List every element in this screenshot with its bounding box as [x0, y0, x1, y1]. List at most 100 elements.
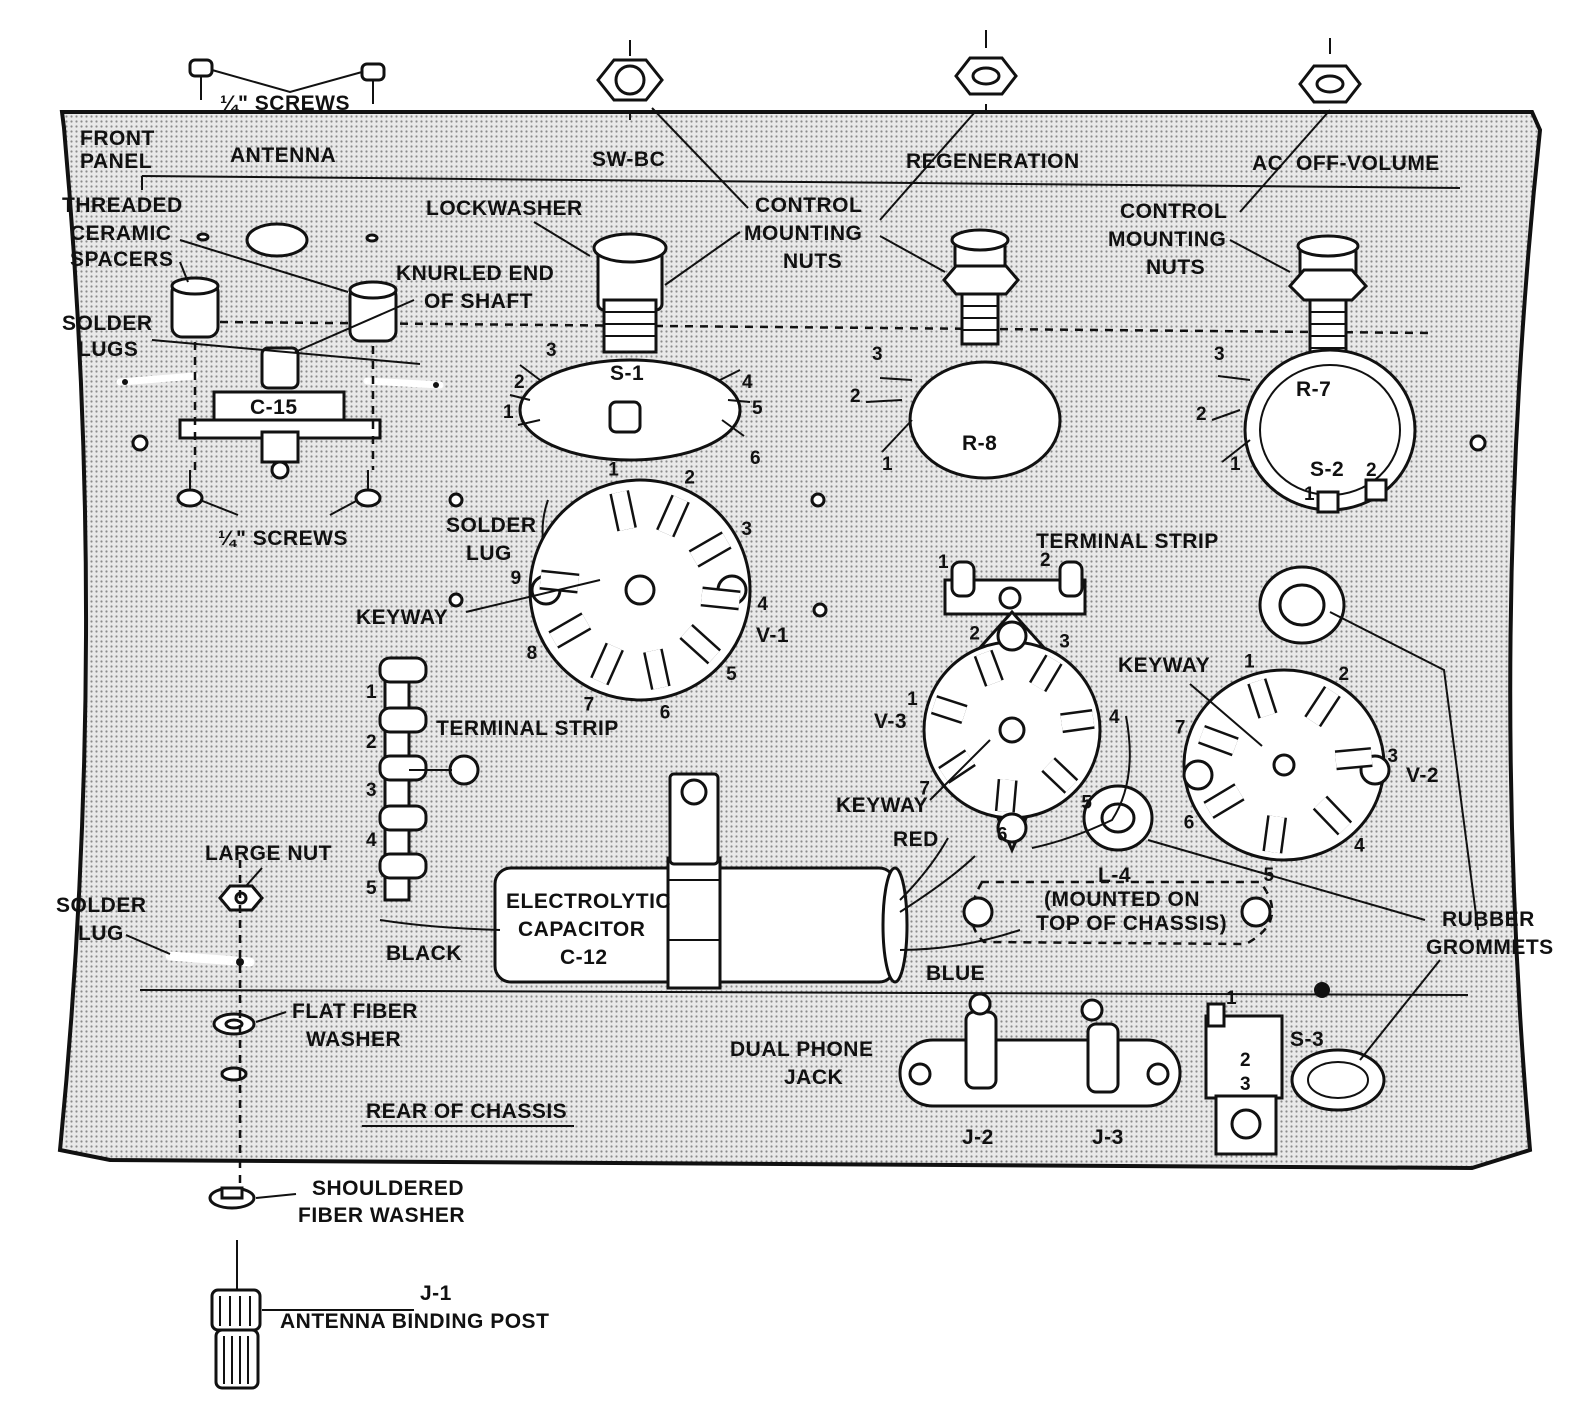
keyway-v2-leader — [1189, 683, 1263, 747]
label-swbc: SW-BC — [592, 148, 665, 171]
terminal-lug — [378, 852, 428, 880]
threaded-spacer-leader-2 — [179, 261, 189, 283]
pin-number: 3 — [741, 519, 752, 540]
label-j1-binding-post: ANTENNA BINDING POST — [280, 1310, 549, 1333]
ceramic-spacer-right — [348, 280, 398, 343]
label-blue: BLUE — [926, 962, 985, 985]
solder-lug-c15-right — [363, 377, 444, 389]
tube-socket-v2 — [1182, 668, 1391, 862]
pin-number: 3 — [1059, 632, 1070, 653]
control-nut-volume — [1298, 38, 1362, 104]
pin-labels-ts-top: 1 2 — [938, 550, 1051, 573]
pin-number: 2 — [1196, 404, 1207, 425]
label-cmn-left-2: MOUNTING — [744, 222, 862, 245]
trimmer-capacitor-c15 — [178, 346, 382, 480]
socket-contact-face — [539, 572, 580, 591]
slide-switch-s3 — [1204, 1002, 1284, 1156]
pin-number: 2 — [514, 372, 525, 393]
pin-number: 5 — [1263, 865, 1274, 886]
mounting-hole — [812, 602, 828, 618]
pin-number: 5 — [726, 664, 737, 685]
pin-number: 4 — [1109, 707, 1120, 728]
shouldered-fiber-washer — [208, 1186, 256, 1210]
screw-top-leader — [211, 69, 363, 94]
label-black: BLACK — [386, 942, 462, 965]
pin-number: 1 — [938, 552, 949, 573]
pin-number: 4 — [366, 830, 377, 851]
socket-contact-face — [1043, 759, 1077, 792]
label-cmn-right-1: CONTROL — [1120, 200, 1227, 223]
tube-socket-v3 — [922, 609, 1102, 854]
label-shouldered-2: FIBER WASHER — [298, 1204, 465, 1227]
socket-contact-face — [549, 614, 591, 647]
regeneration-leader — [879, 111, 976, 221]
pin-labels-s2: 1 2 — [1304, 460, 1377, 505]
label-red: RED — [893, 828, 939, 851]
pin-number: 2 — [850, 386, 861, 407]
label-antenna: ANTENNA — [230, 144, 336, 167]
label-electrolytic-3: C-12 — [560, 946, 608, 969]
cmn-left-leader-3 — [879, 235, 946, 273]
label-flat-fiber-1: FLAT FIBER — [292, 1000, 418, 1023]
socket-contact-face — [1306, 687, 1339, 726]
label-l4-2: (MOUNTED ON — [1044, 888, 1200, 911]
inductor-l4-outline — [962, 880, 1274, 946]
label-knurled-1: KNURLED END — [396, 262, 554, 285]
pin-number: 3 — [1214, 344, 1225, 365]
socket-contact-face — [1204, 785, 1244, 817]
screw-top-right — [360, 62, 386, 104]
label-s3: S-3 — [1290, 1028, 1324, 1051]
pin-number: 2 — [969, 624, 980, 645]
top-dashed-line — [219, 320, 1431, 335]
label-rubber-2: GROMMETS — [1426, 936, 1554, 959]
electrolytic-capacitor-c12 — [379, 772, 1021, 990]
label-solder-lugs-1: SOLDER — [62, 312, 153, 335]
label-s1: S-1 — [610, 362, 644, 385]
socket-contact-face — [1031, 655, 1061, 691]
label-shouldered-1: SHOULDERED — [312, 1177, 464, 1200]
label-l4-1: L-4 — [1098, 864, 1131, 887]
label-dual-phone-1: DUAL PHONE — [730, 1038, 873, 1061]
solder-lug-leader — [125, 934, 171, 955]
label-front-panel: FRONT — [80, 127, 155, 150]
pin-number: 6 — [660, 702, 671, 723]
rotary-switch-s1 — [509, 232, 751, 462]
pin-number: 1 — [1230, 454, 1241, 475]
label-lockwasher: LOCKWASHER — [426, 197, 583, 220]
pin-number: 4 — [1354, 835, 1365, 856]
socket-contact-face — [1060, 711, 1095, 731]
pin-number: 9 — [511, 568, 522, 589]
pin-number: 2 — [1366, 460, 1377, 481]
pin-labels-r8: 1 2 3 — [850, 344, 893, 475]
label-screws-bottom: ¼" SCREWS — [218, 527, 348, 550]
pin-number: 3 — [546, 340, 557, 361]
label-screws-top: ¼" SCREWS — [220, 92, 350, 115]
cmn-left-leader-2 — [664, 231, 741, 286]
socket-contact-face — [1249, 678, 1276, 718]
terminal-lug — [378, 804, 428, 832]
pin-number: 2 — [366, 732, 377, 753]
label-electrolytic-2: CAPACITOR — [518, 918, 645, 941]
terminal-strip-top — [943, 560, 1087, 616]
pin-number: 1 — [608, 460, 619, 481]
mounting-hole — [448, 592, 464, 608]
label-v1: V-1 — [756, 624, 789, 647]
mounting-hole — [1469, 434, 1487, 452]
pin-number: 3 — [872, 344, 883, 365]
pin-number: 1 — [882, 454, 893, 475]
pin-labels-s1: 1 2 3 4 5 6 — [503, 340, 763, 469]
socket-contact-face — [689, 533, 731, 566]
pin-number: 7 — [919, 779, 930, 800]
mounting-hole — [131, 434, 149, 452]
pin-number: 5 — [752, 398, 763, 419]
label-cmn-right-2: MOUNTING — [1108, 228, 1226, 251]
label-regeneration: REGENERATION — [906, 150, 1080, 173]
screw-bottom-right — [354, 470, 382, 508]
label-keyway-v3: KEYWAY — [836, 794, 928, 817]
solder-lug-c15-left — [116, 372, 199, 386]
label-ac-off-volume: AC OFF-VOLUME — [1252, 152, 1440, 175]
label-keyway-v1: KEYWAY — [356, 606, 448, 629]
terminal-strip-left — [378, 656, 480, 902]
